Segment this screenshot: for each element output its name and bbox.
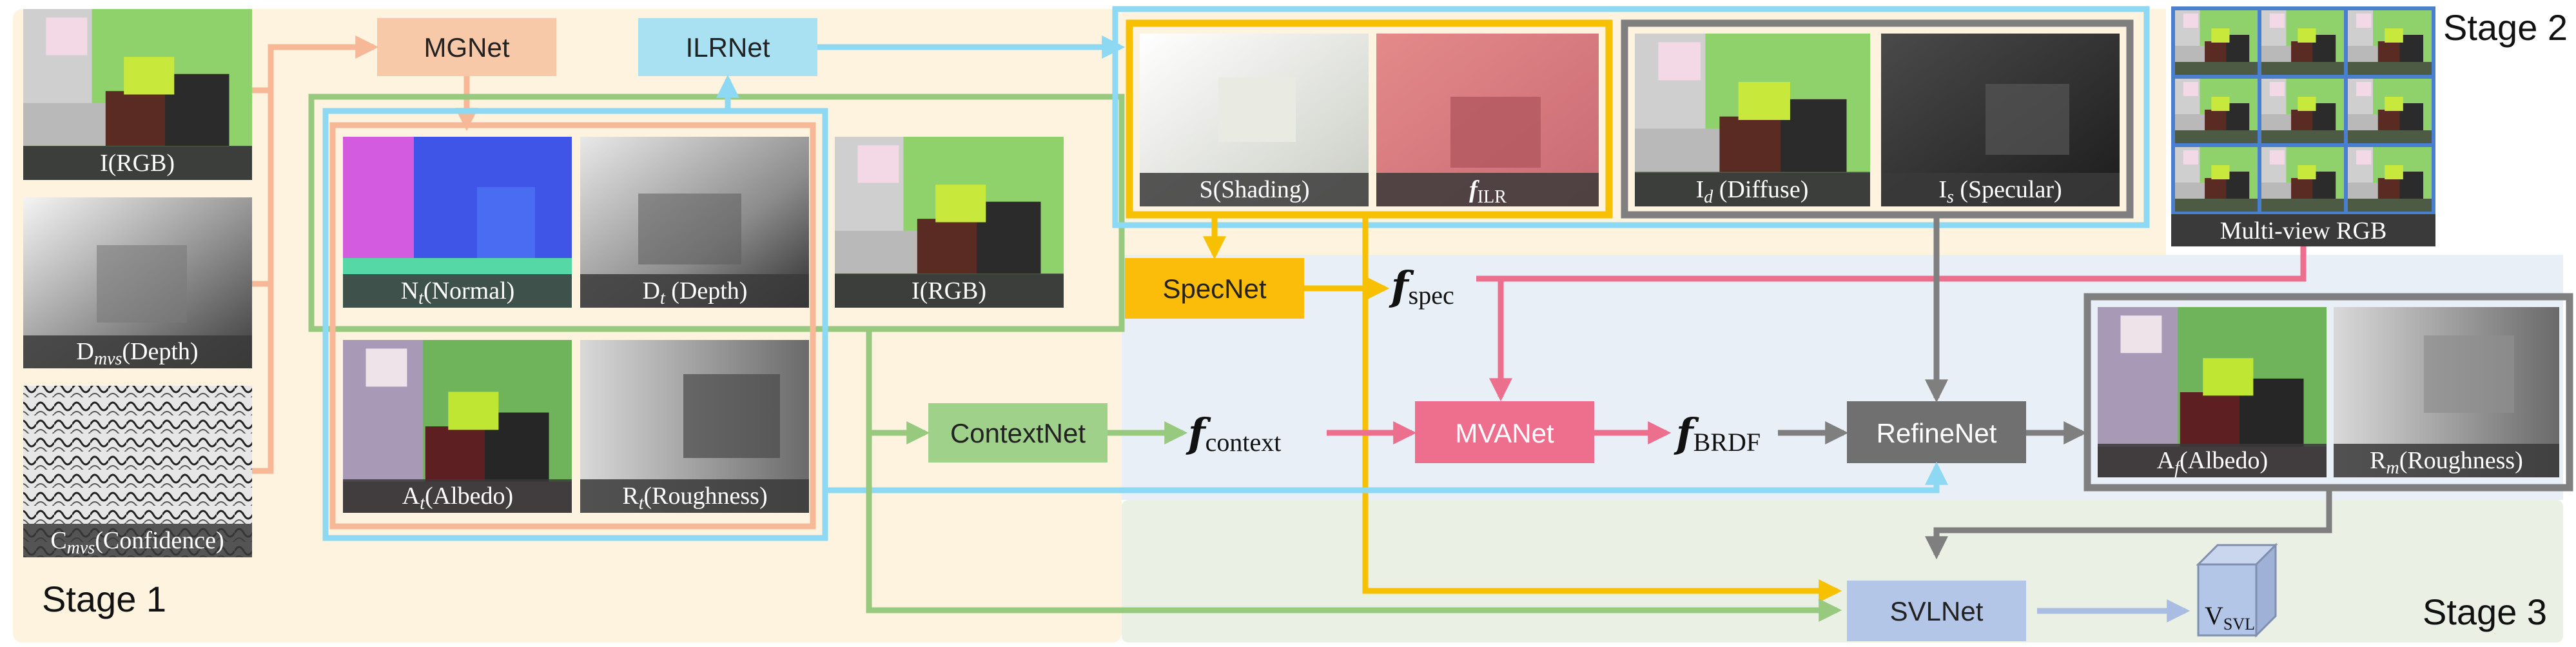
mvanet-box (1415, 401, 1594, 463)
green-frame-to-svlnet-arrow (866, 433, 1842, 622)
roughness-final-image: Rm(Roughness) (2334, 307, 2559, 478)
depth-map-label: Dt (Depth) (643, 277, 748, 308)
vsvl-label: VSVL (2205, 601, 2255, 633)
context-rgb-image: I(RGB) (835, 137, 1064, 308)
input-rgb-image: I(RGB) (23, 9, 252, 180)
roughness-t-image: Rt(Roughness) (580, 340, 809, 513)
albedo-final-label: Af(Albedo) (2157, 447, 2268, 478)
stage3-region (1122, 500, 2563, 642)
diffuse-image: Id (Diffuse) (1635, 34, 1870, 207)
multiview-to-mvanet-arrow (1489, 246, 2307, 402)
mvanet-label: MVANet (1455, 418, 1554, 448)
shading-image: S(Shading) (1140, 34, 1369, 206)
specular-image: Is (Specular) (1881, 34, 2120, 207)
refinenet-label: RefineNet (1877, 418, 1997, 448)
stage2-label: Stage 2 (2443, 7, 2568, 48)
depth-map-image: Dt (Depth) (580, 137, 809, 308)
contextnet-label: ContextNet (950, 418, 1086, 448)
input-confidence-image: Cmvs(Confidence) (23, 386, 252, 558)
refinenet-box (1847, 401, 2026, 463)
context-rgb-label: I(RGB) (912, 277, 986, 304)
f-ilr-image: fILR (1376, 34, 1599, 207)
input-depth-label: Dmvs(Depth) (76, 338, 198, 369)
filr-to-svlnet-arrow (1362, 215, 1842, 602)
roughness-t-label: Rt(Roughness) (622, 483, 767, 513)
diffuse-spec-gray-frame (1621, 19, 2134, 219)
stage2-blue-frame (1112, 6, 2150, 228)
specnet-label: SpecNet (1162, 274, 1266, 304)
albedo-t-image: At(Albedo) (343, 340, 572, 513)
roughness-final-label: Rm(Roughness) (2370, 447, 2523, 478)
multiview-rgb-label: Multi-view RGB (2220, 217, 2387, 244)
diffuse-label: Id (Diffuse) (1696, 176, 1809, 207)
mgnet-box (377, 18, 556, 76)
mgnet-label: MGNet (424, 32, 509, 63)
specular-label: Is (Specular) (1938, 176, 2062, 207)
input-rgb-label: I(RGB) (100, 150, 175, 177)
inputs-to-mgnet-arrows (252, 35, 379, 474)
orange-frame (329, 122, 816, 530)
albedo-t-label: At(Albedo) (402, 483, 513, 513)
blue-frame-to-refinenet-arrow (825, 461, 1948, 493)
f-ilr-label: fILR (1469, 176, 1507, 207)
shading-label: S(Shading) (1200, 176, 1310, 203)
blue-frame (322, 108, 828, 541)
input-depth-image: Dmvs(Depth) (23, 197, 252, 369)
stage1-label: Stage 1 (42, 579, 166, 619)
svlnet-label: SVLNet (1890, 596, 1984, 626)
ilrnet-box (638, 18, 817, 76)
normal-map-image: Nt(Normal) (343, 137, 572, 308)
multiview-rgb-grid: Multi-view RGB (2171, 6, 2435, 246)
specnet-box (1125, 258, 1304, 319)
shading-gold-frame (1126, 19, 1613, 219)
final-to-svlnet-arrow (1925, 488, 2332, 560)
vsvl-cube-icon: VSVL (2196, 542, 2278, 638)
albedo-final-image: Af(Albedo) (2098, 307, 2327, 478)
input-confidence-label: Cmvs(Confidence) (50, 527, 224, 558)
contextnet-box (928, 403, 1107, 463)
normal-map-label: Nt(Normal) (401, 277, 515, 308)
stage3-label: Stage 3 (2423, 592, 2547, 632)
ilrnet-label: ILRNet (686, 32, 770, 63)
svlnet-box (1847, 581, 2026, 641)
